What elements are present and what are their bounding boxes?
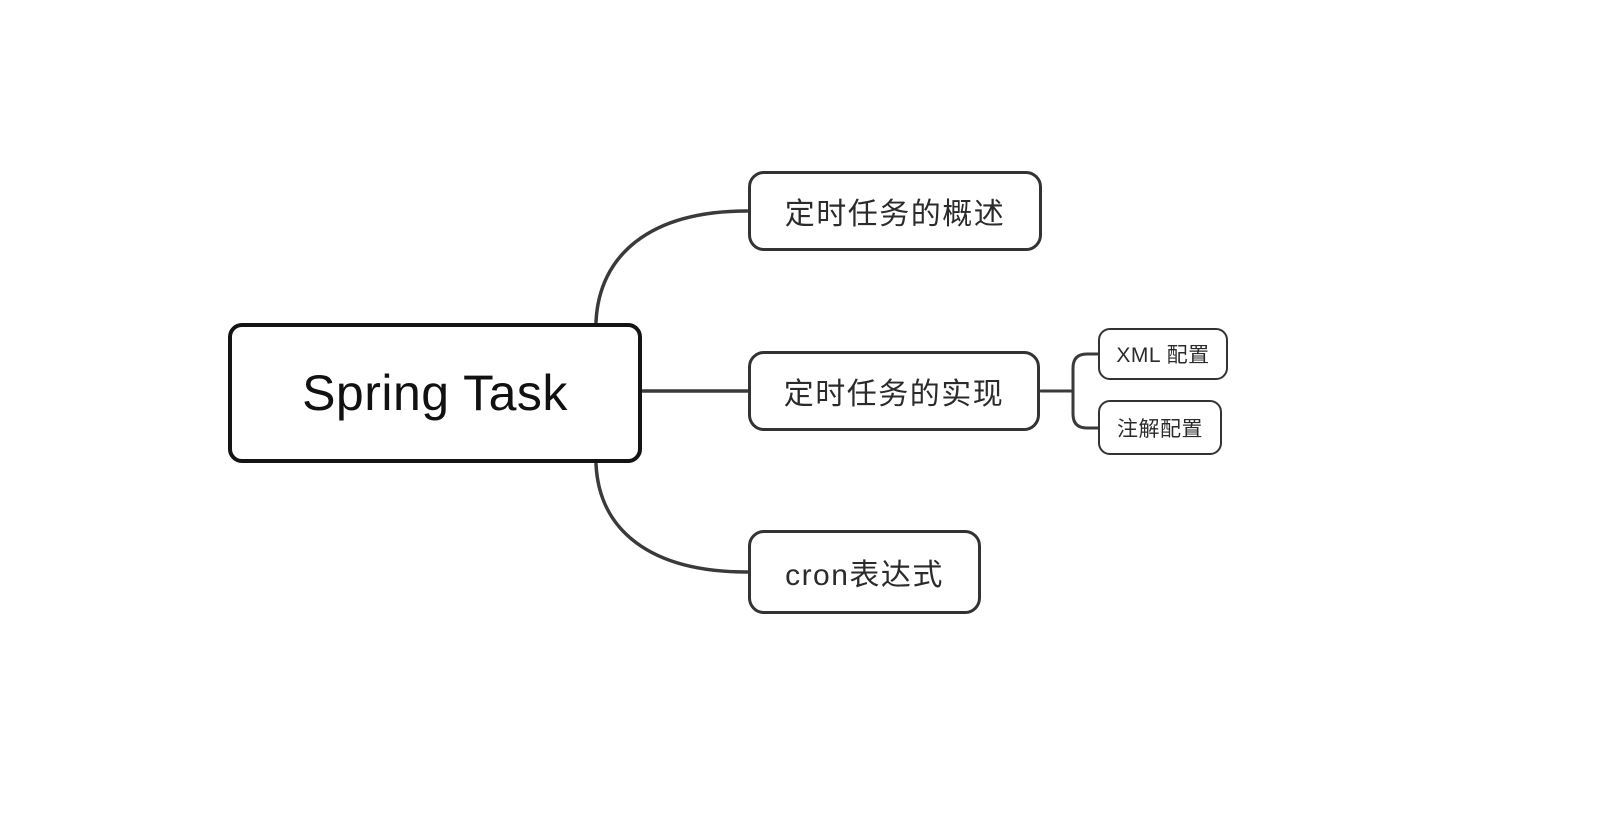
branch-node-label: 定时任务的实现 (783, 378, 1005, 411)
mindmap-node-annotation-config[interactable]: 注解配置 (1098, 400, 1222, 455)
mindmap-node-overview[interactable]: 定时任务的概述 (748, 171, 1042, 251)
connector-root-to-cron (594, 462, 749, 574)
child-node-label: XML 配置 (1116, 344, 1210, 367)
mindmap-node-root[interactable]: Spring Task (228, 323, 642, 463)
branch-node-label: 定时任务的概述 (784, 198, 1006, 231)
mindmap-node-implementation[interactable]: 定时任务的实现 (748, 351, 1040, 431)
child-node-label: 注解配置 (1117, 417, 1203, 441)
mindmap-node-cron[interactable]: cron表达式 (748, 530, 981, 614)
branch-node-label: cron表达式 (785, 559, 944, 592)
mindmap-node-xml-config[interactable]: XML 配置 (1098, 328, 1228, 380)
connector-root-to-overview (594, 209, 749, 324)
connector-implementation-to-children (1071, 352, 1101, 430)
root-node-label: Spring Task (302, 365, 568, 421)
